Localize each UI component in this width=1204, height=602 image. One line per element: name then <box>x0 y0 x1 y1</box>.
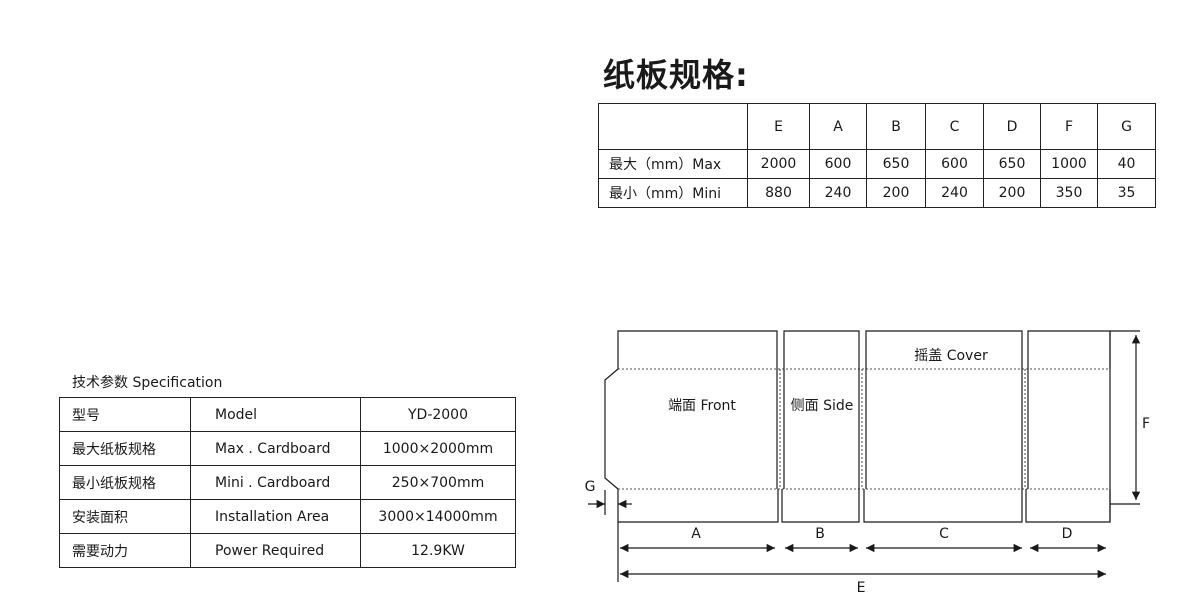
table-cell: 650 <box>866 149 926 179</box>
spec-cn-label: 型号 <box>59 397 191 432</box>
dim-label-e: E <box>857 580 866 596</box>
table-cell: 880 <box>747 178 810 208</box>
spec-title: 技术参数 Specification <box>72 375 223 391</box>
spec-cn-label: 最大纸板规格 <box>59 431 191 466</box>
header-cell-c: C <box>925 103 984 150</box>
header-cell <box>598 103 748 150</box>
dim-label-b: B <box>815 526 825 542</box>
spec-en-label: Mini . Cardboard <box>190 465 361 500</box>
header-cell-d: D <box>983 103 1041 150</box>
table-cell: 40 <box>1097 149 1156 179</box>
table-cell: 2000 <box>747 149 810 179</box>
board-spec-title: 纸板规格: <box>603 56 749 94</box>
table-cell: 650 <box>983 149 1041 179</box>
box-diagram: 端面 Front 侧面 Side 摇盖 Cover A B C D E F G <box>585 330 1150 596</box>
spec-en-label: Installation Area <box>190 499 361 534</box>
table-row: 需要动力 Power Required 12.9KW <box>59 533 516 568</box>
spec-en-label: Power Required <box>190 533 361 568</box>
spec-cn-label: 最小纸板规格 <box>59 465 191 500</box>
table-cell: 35 <box>1097 178 1156 208</box>
row-label: 最小（mm）Mini <box>598 178 748 208</box>
spec-en-label: Max . Cardboard <box>190 431 361 466</box>
table-cell: 240 <box>925 178 984 208</box>
spec-cn-label: 需要动力 <box>59 533 191 568</box>
dim-label-c: C <box>939 526 949 542</box>
spec-en-label: Model <box>190 397 361 432</box>
side-panel-label: 侧面 Side <box>791 398 854 414</box>
header-cell-b: B <box>866 103 926 150</box>
spec-value: YD-2000 <box>360 397 516 432</box>
table-row: 安装面积 Installation Area 3000×14000mm <box>59 499 516 534</box>
table-row: 型号 Model YD-2000 <box>59 397 516 432</box>
header-cell-g: G <box>1097 103 1156 150</box>
table-cell: 350 <box>1040 178 1098 208</box>
spec-value: 12.9KW <box>360 533 516 568</box>
table-row: 最大（mm）Max 2000 600 650 600 650 1000 40 <box>598 149 1156 179</box>
board-spec-table: E A B C D F G 最大（mm）Max 2000 600 650 600… <box>598 103 1156 208</box>
spec-value: 3000×14000mm <box>360 499 516 534</box>
table-row: 最大纸板规格 Max . Cardboard 1000×2000mm <box>59 431 516 466</box>
dim-label-g: G <box>585 479 596 495</box>
dim-label-f: F <box>1142 416 1150 432</box>
table-cell: 240 <box>809 178 867 208</box>
dim-label-d: D <box>1062 526 1073 542</box>
table-cell: 1000 <box>1040 149 1098 179</box>
header-cell-f: F <box>1040 103 1098 150</box>
box-outline <box>604 330 1111 523</box>
dim-label-a: A <box>691 526 701 542</box>
table-cell: 200 <box>866 178 926 208</box>
table-row: 最小纸板规格 Mini . Cardboard 250×700mm <box>59 465 516 500</box>
spec-table: 型号 Model YD-2000 最大纸板规格 Max . Cardboard … <box>59 397 516 568</box>
table-row: 最小（mm）Mini 880 240 200 240 200 350 35 <box>598 178 1156 208</box>
spec-value: 250×700mm <box>360 465 516 500</box>
header-cell-a: A <box>809 103 867 150</box>
header-cell-e: E <box>747 103 810 150</box>
fold-lines <box>618 368 1110 490</box>
cover-flap-label: 摇盖 Cover <box>914 348 988 364</box>
table-cell: 600 <box>925 149 984 179</box>
table-header-row: E A B C D F G <box>598 103 1156 150</box>
spec-cn-label: 安装面积 <box>59 499 191 534</box>
table-cell: 600 <box>809 149 867 179</box>
table-cell: 200 <box>983 178 1041 208</box>
front-panel-label: 端面 Front <box>668 398 736 414</box>
spec-value: 1000×2000mm <box>360 431 516 466</box>
row-label: 最大（mm）Max <box>598 149 748 179</box>
